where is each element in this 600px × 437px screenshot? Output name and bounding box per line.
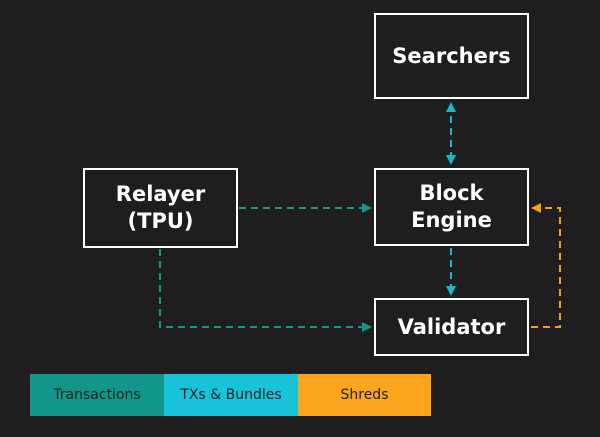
relayer-label: Relayer (TPU) <box>115 182 206 233</box>
searchers-node: Searchers <box>374 13 529 99</box>
legend-label-shreds: Shreds <box>340 387 389 403</box>
legend-item-transactions: Transactions <box>30 374 164 416</box>
validator-node: Validator <box>374 298 529 356</box>
legend-item-bundles: TXs & Bundles <box>164 374 298 416</box>
legend: Transactions TXs & Bundles Shreds <box>30 374 431 416</box>
legend-item-shreds: Shreds <box>298 374 431 416</box>
legend-label-bundles: TXs & Bundles <box>180 387 282 403</box>
searchers-label: Searchers <box>392 43 511 68</box>
block-engine-node: Block Engine <box>374 168 529 246</box>
edge-relayer-validator <box>159 249 372 332</box>
relayer-node: Relayer (TPU) <box>83 168 238 248</box>
edge-validator-block-engine-shreds <box>531 203 561 328</box>
validator-label: Validator <box>397 314 506 339</box>
legend-label-transactions: Transactions <box>53 387 141 403</box>
block-engine-label: Block Engine <box>411 181 492 232</box>
